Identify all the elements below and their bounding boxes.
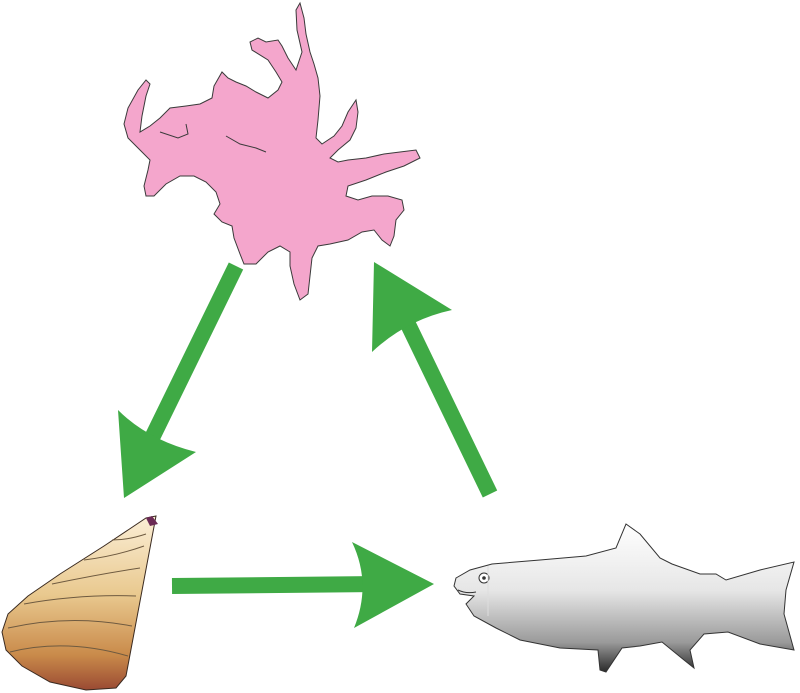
arrow-algae-to-snail bbox=[118, 266, 236, 498]
arrow-head bbox=[352, 542, 434, 628]
arrow-fish-to-algae bbox=[372, 262, 490, 494]
arrow-shaft bbox=[150, 266, 236, 442]
algae-body bbox=[124, 3, 420, 300]
arrow-shaft bbox=[172, 584, 380, 586]
fish-icon bbox=[454, 524, 794, 672]
fish-pupil bbox=[482, 576, 486, 580]
snail-shell-icon bbox=[2, 516, 158, 690]
fish-body bbox=[454, 524, 794, 672]
arrow-snail-to-fish bbox=[172, 542, 434, 628]
shell-body bbox=[2, 516, 156, 690]
arrow-shaft bbox=[404, 316, 490, 494]
algae-icon bbox=[124, 3, 420, 300]
